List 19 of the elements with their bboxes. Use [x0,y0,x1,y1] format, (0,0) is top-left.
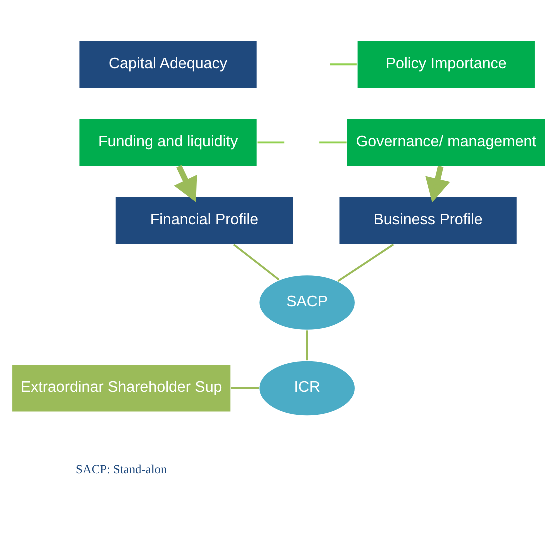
connector [231,387,260,389]
node-box: Capital Adequacy [78,40,258,88]
connector [306,330,308,360]
node-box: Business Profile [338,196,518,245]
node-box: Funding and liquidity [78,118,258,166]
connector [330,63,357,66]
connector [258,141,285,144]
node-box: Financial Profile [114,196,294,245]
connector [233,243,280,280]
connector [320,141,347,144]
node-ellipse: ICR [258,360,356,416]
connector [338,243,394,282]
node-ellipse: SACP [258,274,356,330]
arrow [426,165,450,202]
node-box: Extraordinar Shareholder Sup [12,364,232,412]
arrow [174,164,198,202]
node-box: Policy Importance [356,40,536,88]
node-box: Governance/ management [346,118,546,166]
label: SACP: Stand-alon [76,462,168,476]
